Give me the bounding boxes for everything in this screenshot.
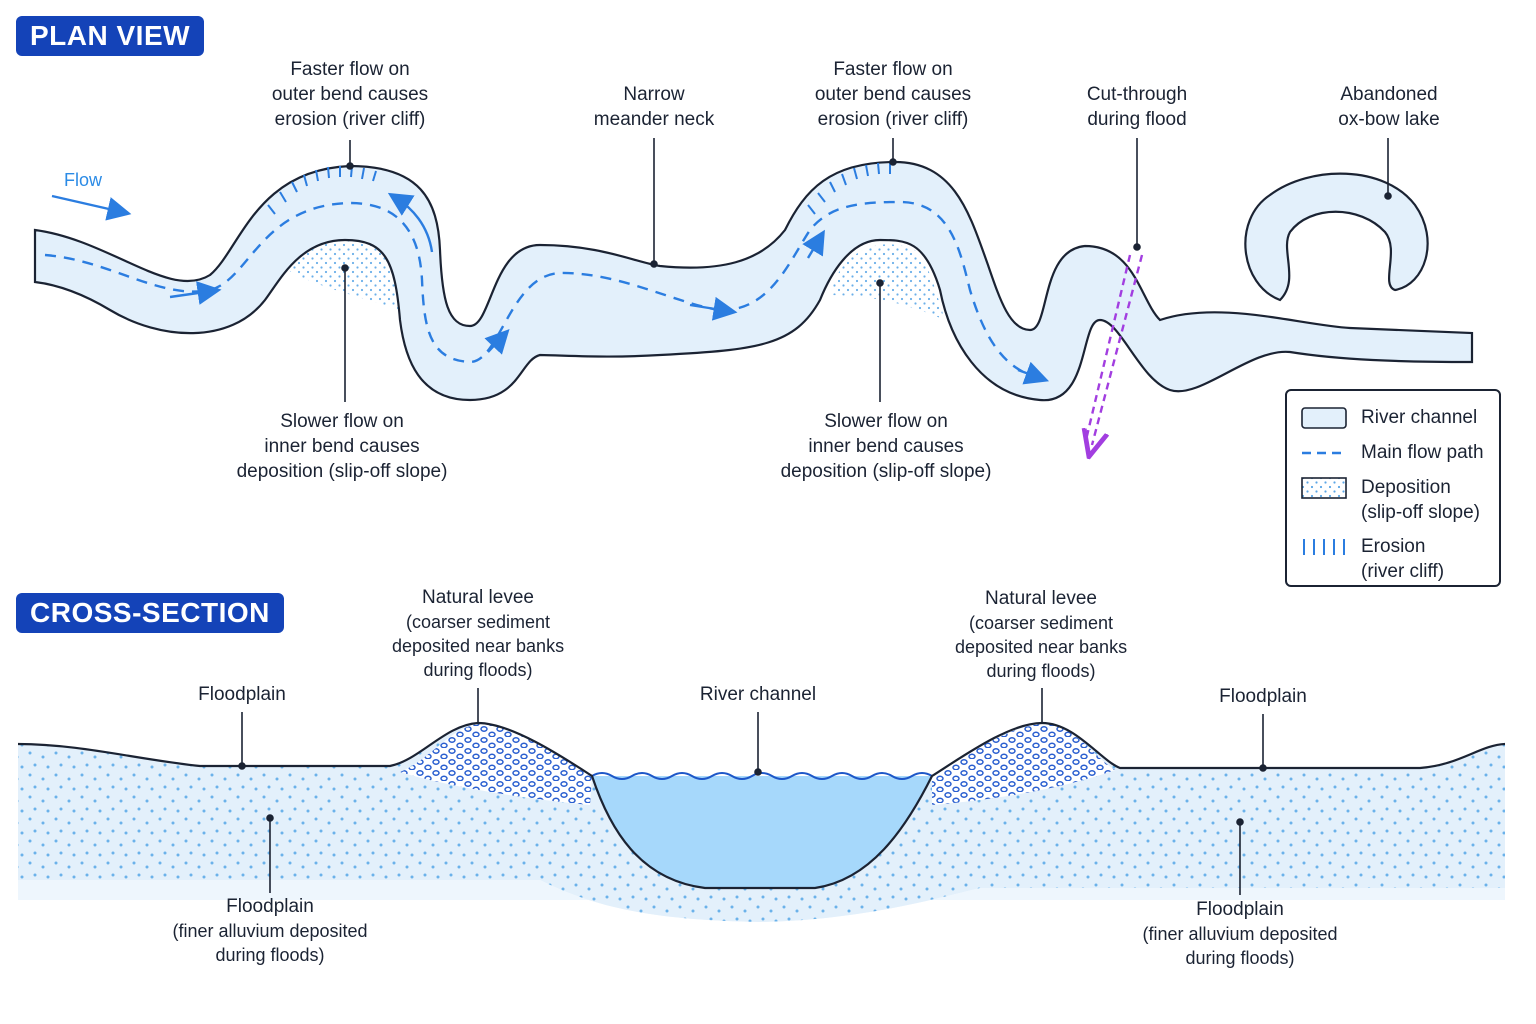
leader-dot [889,158,897,166]
slower-flow-label-right: Slower flow on inner bend causes deposit… [781,409,992,484]
label-line: deposited near banks [954,637,1128,657]
label-line: deposition (slip-off slope) [236,461,448,482]
label-line: deposited near banks [391,636,565,656]
river-water [592,776,932,888]
natural-levee-label-right: Natural levee (coarser sediment deposite… [955,587,1127,683]
label-line: outer bend causes [814,84,972,105]
soil-dots [18,723,1505,922]
label-line: (finer alluvium deposited [172,921,368,941]
label-line: during floods) [215,945,325,965]
leader-dot [650,260,658,268]
leader-dot [1384,192,1392,200]
ground-surface [17,721,1506,890]
legend-label-line: Erosion [1361,536,1426,557]
label-line: outer bend causes [271,84,429,105]
label-line: ox-bow lake [1338,109,1440,130]
label-line: inner bend causes [808,436,964,457]
label-line: Narrow [623,84,685,105]
label-line: Cut-through [1086,84,1188,105]
plan-view-title: PLAN VIEW [16,16,205,56]
cut-through-label: Cut-through during flood [1087,82,1187,132]
legend-label: Erosion (river cliff) [1361,534,1444,584]
leader-dot [238,762,246,770]
label-line: (finer alluvium deposited [1142,924,1338,944]
leader-dot [266,814,274,822]
label-line: Faster flow on [833,59,953,80]
flow-arrow [484,328,510,355]
leader-dot [1133,243,1141,251]
label-line: deposition (slip-off slope) [780,461,992,482]
legend: River channel Main flow path Deposition … [1285,389,1501,587]
label-line: Floodplain [1196,899,1284,920]
label-line: meander neck [593,109,715,130]
legend-label-line: Deposition [1361,477,1451,498]
floodplain-label-top-left: Floodplain [198,684,286,705]
oxbow-lake-label: Abandoned ox-bow lake [1338,82,1439,132]
label-line: (coarser sediment [968,613,1114,633]
floodplain-label-bottom-left: Floodplain (finer alluvium deposited dur… [172,895,367,967]
river-channel-swatch [1301,407,1347,429]
floodplain-label-bottom-right: Floodplain (finer alluvium deposited dur… [1142,898,1337,970]
flow-label: Flow [64,170,103,190]
leader-dot [754,768,762,776]
label-line: Abandoned [1340,84,1438,105]
deposition-patch-right [830,244,945,320]
leader-dot [346,162,354,170]
label-line: during floods) [423,660,533,680]
flow-direction-arrow [51,194,132,221]
leader-dot [1236,818,1244,826]
natural-levee-right-pebbles [932,724,1115,805]
legend-label: Deposition (slip-off slope) [1361,475,1480,525]
flow-arrow [1017,361,1050,385]
flow-arrow [802,229,825,259]
flow-arrow [169,281,222,305]
legend-label-line: (slip-off slope) [1361,502,1480,523]
oxbow-lake [1244,172,1429,302]
flow-arrow [387,192,434,253]
label-line: during floods) [986,661,1096,681]
dashed-line-swatch [1302,451,1347,455]
label-line: erosion (river cliff) [817,109,969,130]
label-line: Floodplain [226,896,314,917]
label-line: Natural levee [985,588,1097,609]
legend-label: Main flow path [1361,442,1484,463]
label-line: during floods) [1185,948,1295,968]
label-line: during flood [1087,109,1187,130]
label-line: (coarser sediment [405,612,551,632]
legend-item-main-flow-path: Main flow path [1301,440,1491,465]
label-line: inner bend causes [264,436,420,457]
label-line: Natural levee [422,587,534,608]
faster-flow-label-left: Faster flow on outer bend causes erosion… [272,57,428,132]
label-line: Faster flow on [290,59,410,80]
flow-arrow [689,296,738,321]
leader-dot [1259,764,1267,772]
legend-item-river-channel: River channel [1301,405,1491,430]
legend-label-line: (river cliff) [1361,561,1445,582]
cut-through-line [1084,254,1132,441]
river-channel [33,160,1474,402]
legend-item-deposition: Deposition (slip-off slope) [1301,475,1491,525]
label-line: Slower flow on [280,411,404,432]
cross-section-title: CROSS-SECTION [16,593,284,633]
floodplain-label-top-right: Floodplain [1219,686,1307,707]
deposition-patch-left [288,237,418,318]
label-line: erosion (river cliff) [274,109,426,130]
cut-through-line [1092,254,1144,445]
legend-label: River channel [1361,407,1478,428]
narrow-neck-label: Narrow meander neck [594,82,714,132]
natural-levee-left-pebbles [400,724,592,805]
label-line: Slower flow on [824,411,948,432]
leader-dot [341,264,349,272]
dots-swatch [1301,477,1347,499]
slower-flow-label-left: Slower flow on inner bend causes deposit… [237,409,448,484]
erosion-ticks-right [807,162,891,215]
natural-levee-label-left: Natural levee (coarser sediment deposite… [392,586,564,682]
river-channel-label: River channel [699,684,817,705]
ticks-swatch [1303,539,1345,555]
leader-dot [876,279,884,287]
water-surface [591,772,933,780]
faster-flow-label-right: Faster flow on outer bend causes erosion… [815,57,971,132]
legend-item-erosion: Erosion (river cliff) [1301,534,1491,584]
